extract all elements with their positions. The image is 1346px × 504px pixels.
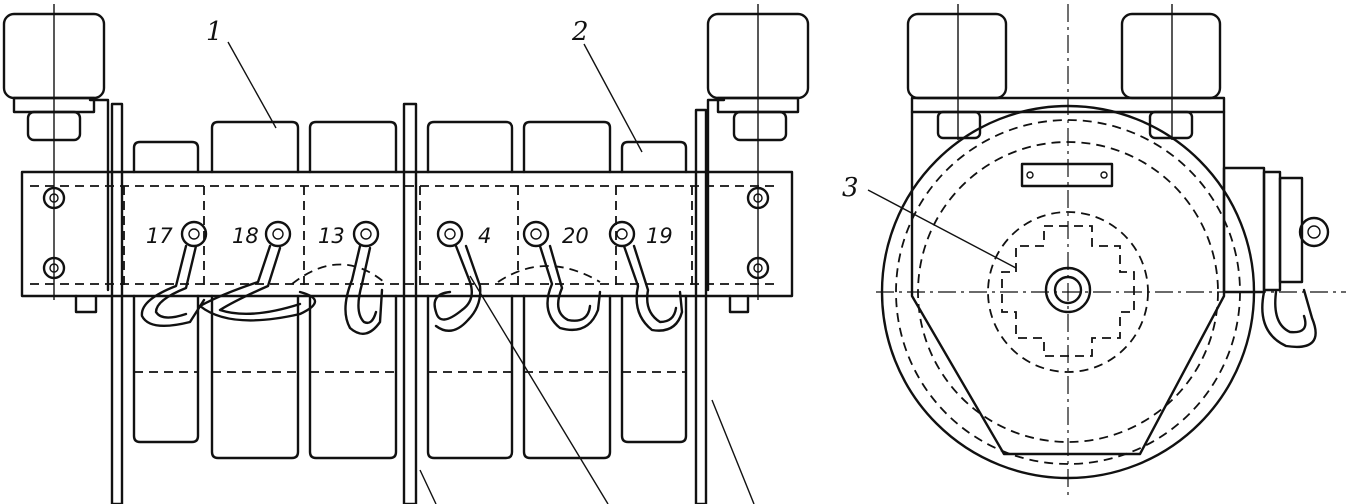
insulator-left (2, 4, 106, 300)
terminal-label-13: 13 (318, 224, 345, 248)
callout-2-leader (583, 43, 643, 153)
callout-2: 2 (571, 17, 589, 47)
terminal-board (20, 170, 794, 298)
side-view: 3 (842, 4, 1346, 500)
callout-1-leader (227, 41, 277, 129)
callout-3: 3 (842, 173, 859, 203)
coil-leads (140, 244, 684, 335)
coil-stack (123, 120, 693, 460)
bracket-right (706, 98, 726, 292)
insulator-right (706, 4, 810, 300)
callout-3-leader (867, 189, 1017, 269)
board-bolts (42, 186, 770, 314)
frame-plate-right (694, 108, 708, 504)
front-view: 1 2 17 18 13 4 20 19 (2, 4, 810, 504)
end-insulator-left (906, 12, 1008, 100)
frame-plate-left (110, 102, 124, 504)
bracket-left (88, 98, 110, 292)
terminal-label-4: 4 (478, 224, 491, 248)
frame-plate-center (402, 102, 418, 504)
nameplate (1020, 162, 1114, 188)
end-insulator-right (1120, 12, 1222, 100)
callout-1: 1 (206, 17, 223, 47)
terminal-label-19: 19 (646, 224, 673, 248)
terminal-studs (180, 220, 636, 248)
terminal-label-20: 20 (562, 224, 589, 248)
center-bolt (1044, 266, 1092, 314)
terminal-label-17: 17 (146, 224, 173, 248)
terminal-label-18: 18 (232, 224, 259, 248)
